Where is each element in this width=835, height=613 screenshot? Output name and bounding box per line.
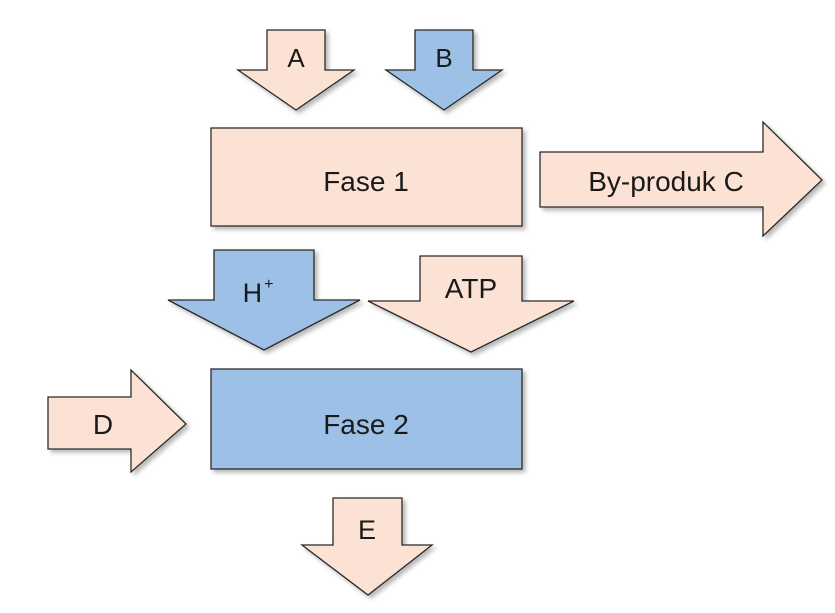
fase1-box: Fase 1 — [210, 127, 523, 227]
h-symbol: H — [243, 278, 263, 308]
fase1-rect — [210, 127, 523, 227]
arrow-by-product-c-shape — [539, 120, 823, 238]
arrow-e: E — [300, 497, 434, 596]
h-superscript: + — [264, 276, 273, 293]
fase2-box: Fase 2 — [210, 368, 523, 470]
fase1-label: Fase 1 — [323, 166, 409, 197]
arrow-a: A — [235, 29, 357, 111]
arrow-h-plus: H+ — [167, 249, 361, 351]
fase2-label: Fase 2 — [323, 409, 409, 440]
arrow-e-shape — [300, 497, 434, 596]
arrow-h-plus-label: H+ — [243, 276, 274, 308]
fase2-rect — [210, 368, 523, 470]
arrow-d: D — [47, 368, 187, 474]
arrow-b-shape — [383, 29, 505, 111]
arrow-e-label: E — [358, 515, 376, 545]
arrow-atp-label: ATP — [445, 273, 497, 304]
arrow-atp: ATP — [367, 255, 575, 353]
arrow-d-label: D — [93, 409, 113, 440]
arrow-atp-shape — [367, 255, 575, 353]
arrow-by-product-c: By-produk C — [539, 120, 823, 238]
arrow-h-plus-shape — [167, 249, 361, 351]
arrow-b-label: B — [435, 43, 452, 73]
arrow-by-product-c-label: By-produk C — [588, 166, 744, 197]
arrow-a-shape — [235, 29, 357, 111]
arrow-b: B — [383, 29, 505, 111]
arrow-d-shape — [47, 368, 187, 474]
arrow-a-label: A — [287, 43, 305, 73]
